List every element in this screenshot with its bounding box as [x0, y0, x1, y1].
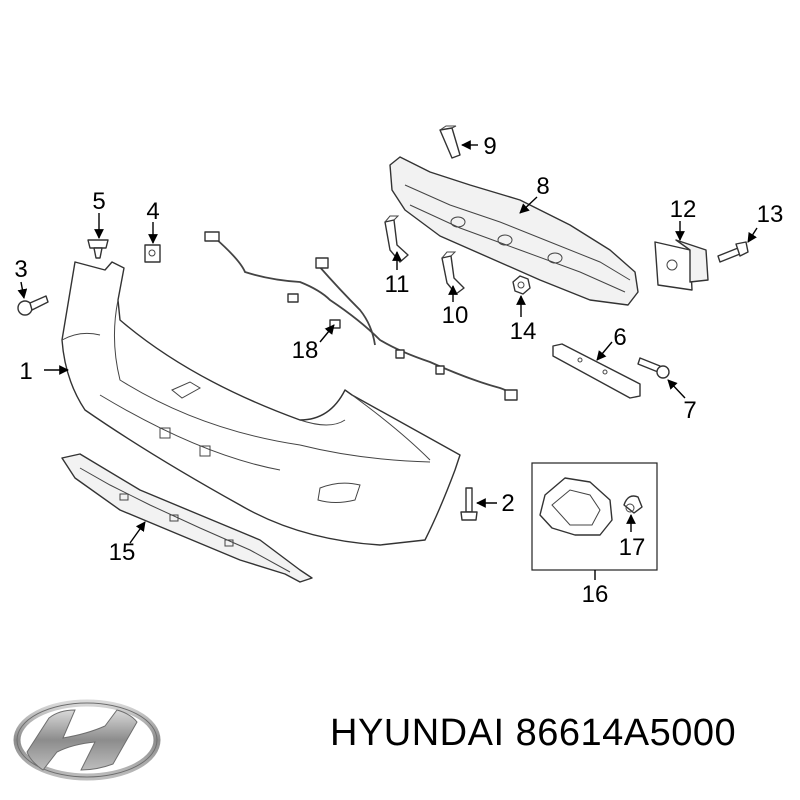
callout-18: 18: [292, 337, 319, 364]
callout-7: 7: [683, 397, 696, 424]
part-bracket-9: [439, 125, 461, 159]
part-bracket-12: [654, 239, 709, 291]
callout-11: 11: [385, 271, 410, 298]
leader-18: [319, 324, 335, 343]
leader-13: [747, 227, 758, 243]
leader-3: [17, 281, 28, 299]
callout-17: 17: [619, 534, 646, 561]
part-wiring-harness: [204, 231, 518, 401]
part-plate-6: [552, 343, 641, 399]
leader-lines: [17, 140, 758, 580]
callout-10: 10: [442, 302, 469, 329]
callout-6: 6: [613, 324, 626, 351]
part-number: 86614A5000: [515, 712, 737, 754]
part-screw-3: [17, 295, 49, 316]
part-bolt-2: [460, 487, 478, 521]
part-caption: HYUNDAI 86614A5000: [330, 712, 790, 755]
callout-8: 8: [536, 173, 549, 200]
leader-8: [519, 196, 538, 214]
callout-14: 14: [510, 318, 537, 345]
callout-9: 9: [483, 133, 496, 160]
callout-13: 13: [757, 201, 784, 228]
callout-12: 12: [670, 196, 697, 223]
part-clip-5: [87, 239, 109, 259]
leader-15: [129, 521, 146, 544]
part-bolt-13: [717, 241, 749, 263]
callout-4: 4: [146, 198, 159, 225]
hyundai-logo-icon: [13, 699, 161, 781]
leader-6: [596, 341, 613, 361]
callout-16: 16: [582, 581, 609, 608]
part-bumper-cover: [61, 261, 461, 546]
callout-labels: 1 2 3 4 5 6 7 8 9 10 11 12 13 14 15 16 1…: [14, 133, 783, 608]
brand-name: HYUNDAI: [330, 712, 505, 754]
callout-5: 5: [92, 188, 105, 215]
part-bracket-11: [384, 215, 409, 263]
part-nut-14: [512, 275, 531, 295]
callout-3: 3: [14, 256, 27, 283]
leader-7: [667, 379, 686, 399]
part-screw-7: [637, 357, 670, 379]
callout-15: 15: [109, 539, 136, 566]
callout-2: 2: [501, 490, 514, 517]
part-lower-strip: [61, 453, 313, 583]
part-reflector-assembly-box: [531, 462, 658, 571]
part-nut-4: [144, 244, 161, 263]
part-reinforcement-beam: [389, 156, 639, 306]
callout-1: 1: [19, 358, 32, 385]
part-bulb-17: [623, 495, 643, 514]
part-bracket-10: [441, 251, 465, 295]
